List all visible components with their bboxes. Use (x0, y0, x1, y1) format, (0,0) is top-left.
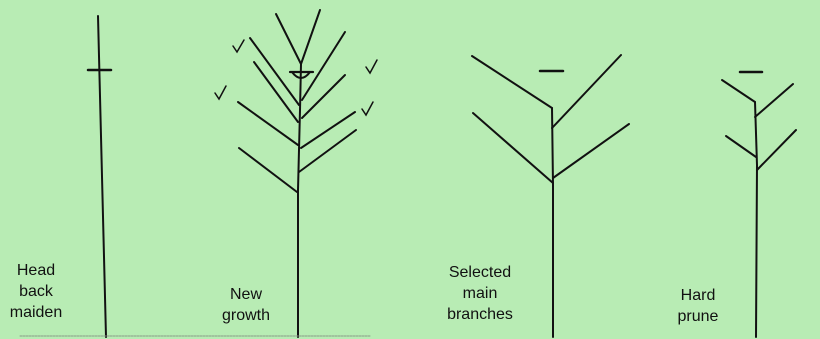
prune-branch-lower-left (726, 136, 756, 157)
growth-mid-right (301, 112, 355, 148)
growth-leader-right (301, 10, 320, 64)
selected-branch-upper-left (472, 56, 552, 108)
label-line: New (214, 284, 278, 305)
check-icon (233, 40, 244, 52)
label-line: main (438, 283, 522, 304)
growth-upper-right (302, 75, 345, 118)
check-icon (366, 60, 377, 73)
label-line: prune (670, 306, 726, 327)
label-new-growth: New growth (214, 284, 278, 326)
selected-branch-lower-right (553, 124, 629, 178)
prune-branch-lower-right (757, 130, 796, 170)
growth-low-right (299, 130, 356, 172)
label-hard-prune: Hard prune (670, 285, 726, 327)
maiden-tree (88, 16, 111, 337)
label-line: Head (6, 260, 66, 281)
label-line: maiden (6, 302, 66, 323)
label-selected-main-branches: Selected main branches (438, 262, 522, 325)
label-line: Hard (670, 285, 726, 306)
check-icon (362, 102, 373, 115)
growth-leader-left (276, 14, 301, 64)
maiden-trunk (98, 16, 106, 337)
selected-trunk (552, 108, 553, 337)
label-head-back-maiden: Head back maiden (6, 260, 66, 323)
check-icon (215, 86, 226, 99)
growth-low-left (239, 148, 297, 192)
label-line: growth (214, 305, 278, 326)
selected-branch-upper-right (552, 55, 621, 128)
label-line: Selected (438, 262, 522, 283)
prune-branch-upper-right (755, 84, 793, 117)
label-line: branches (438, 304, 522, 325)
prune-trunk (755, 102, 757, 337)
label-line: back (6, 281, 66, 302)
selected-branch-lower-left (473, 113, 553, 183)
prune-branch-upper-left (722, 80, 755, 102)
hard-prune-tree (722, 72, 796, 337)
